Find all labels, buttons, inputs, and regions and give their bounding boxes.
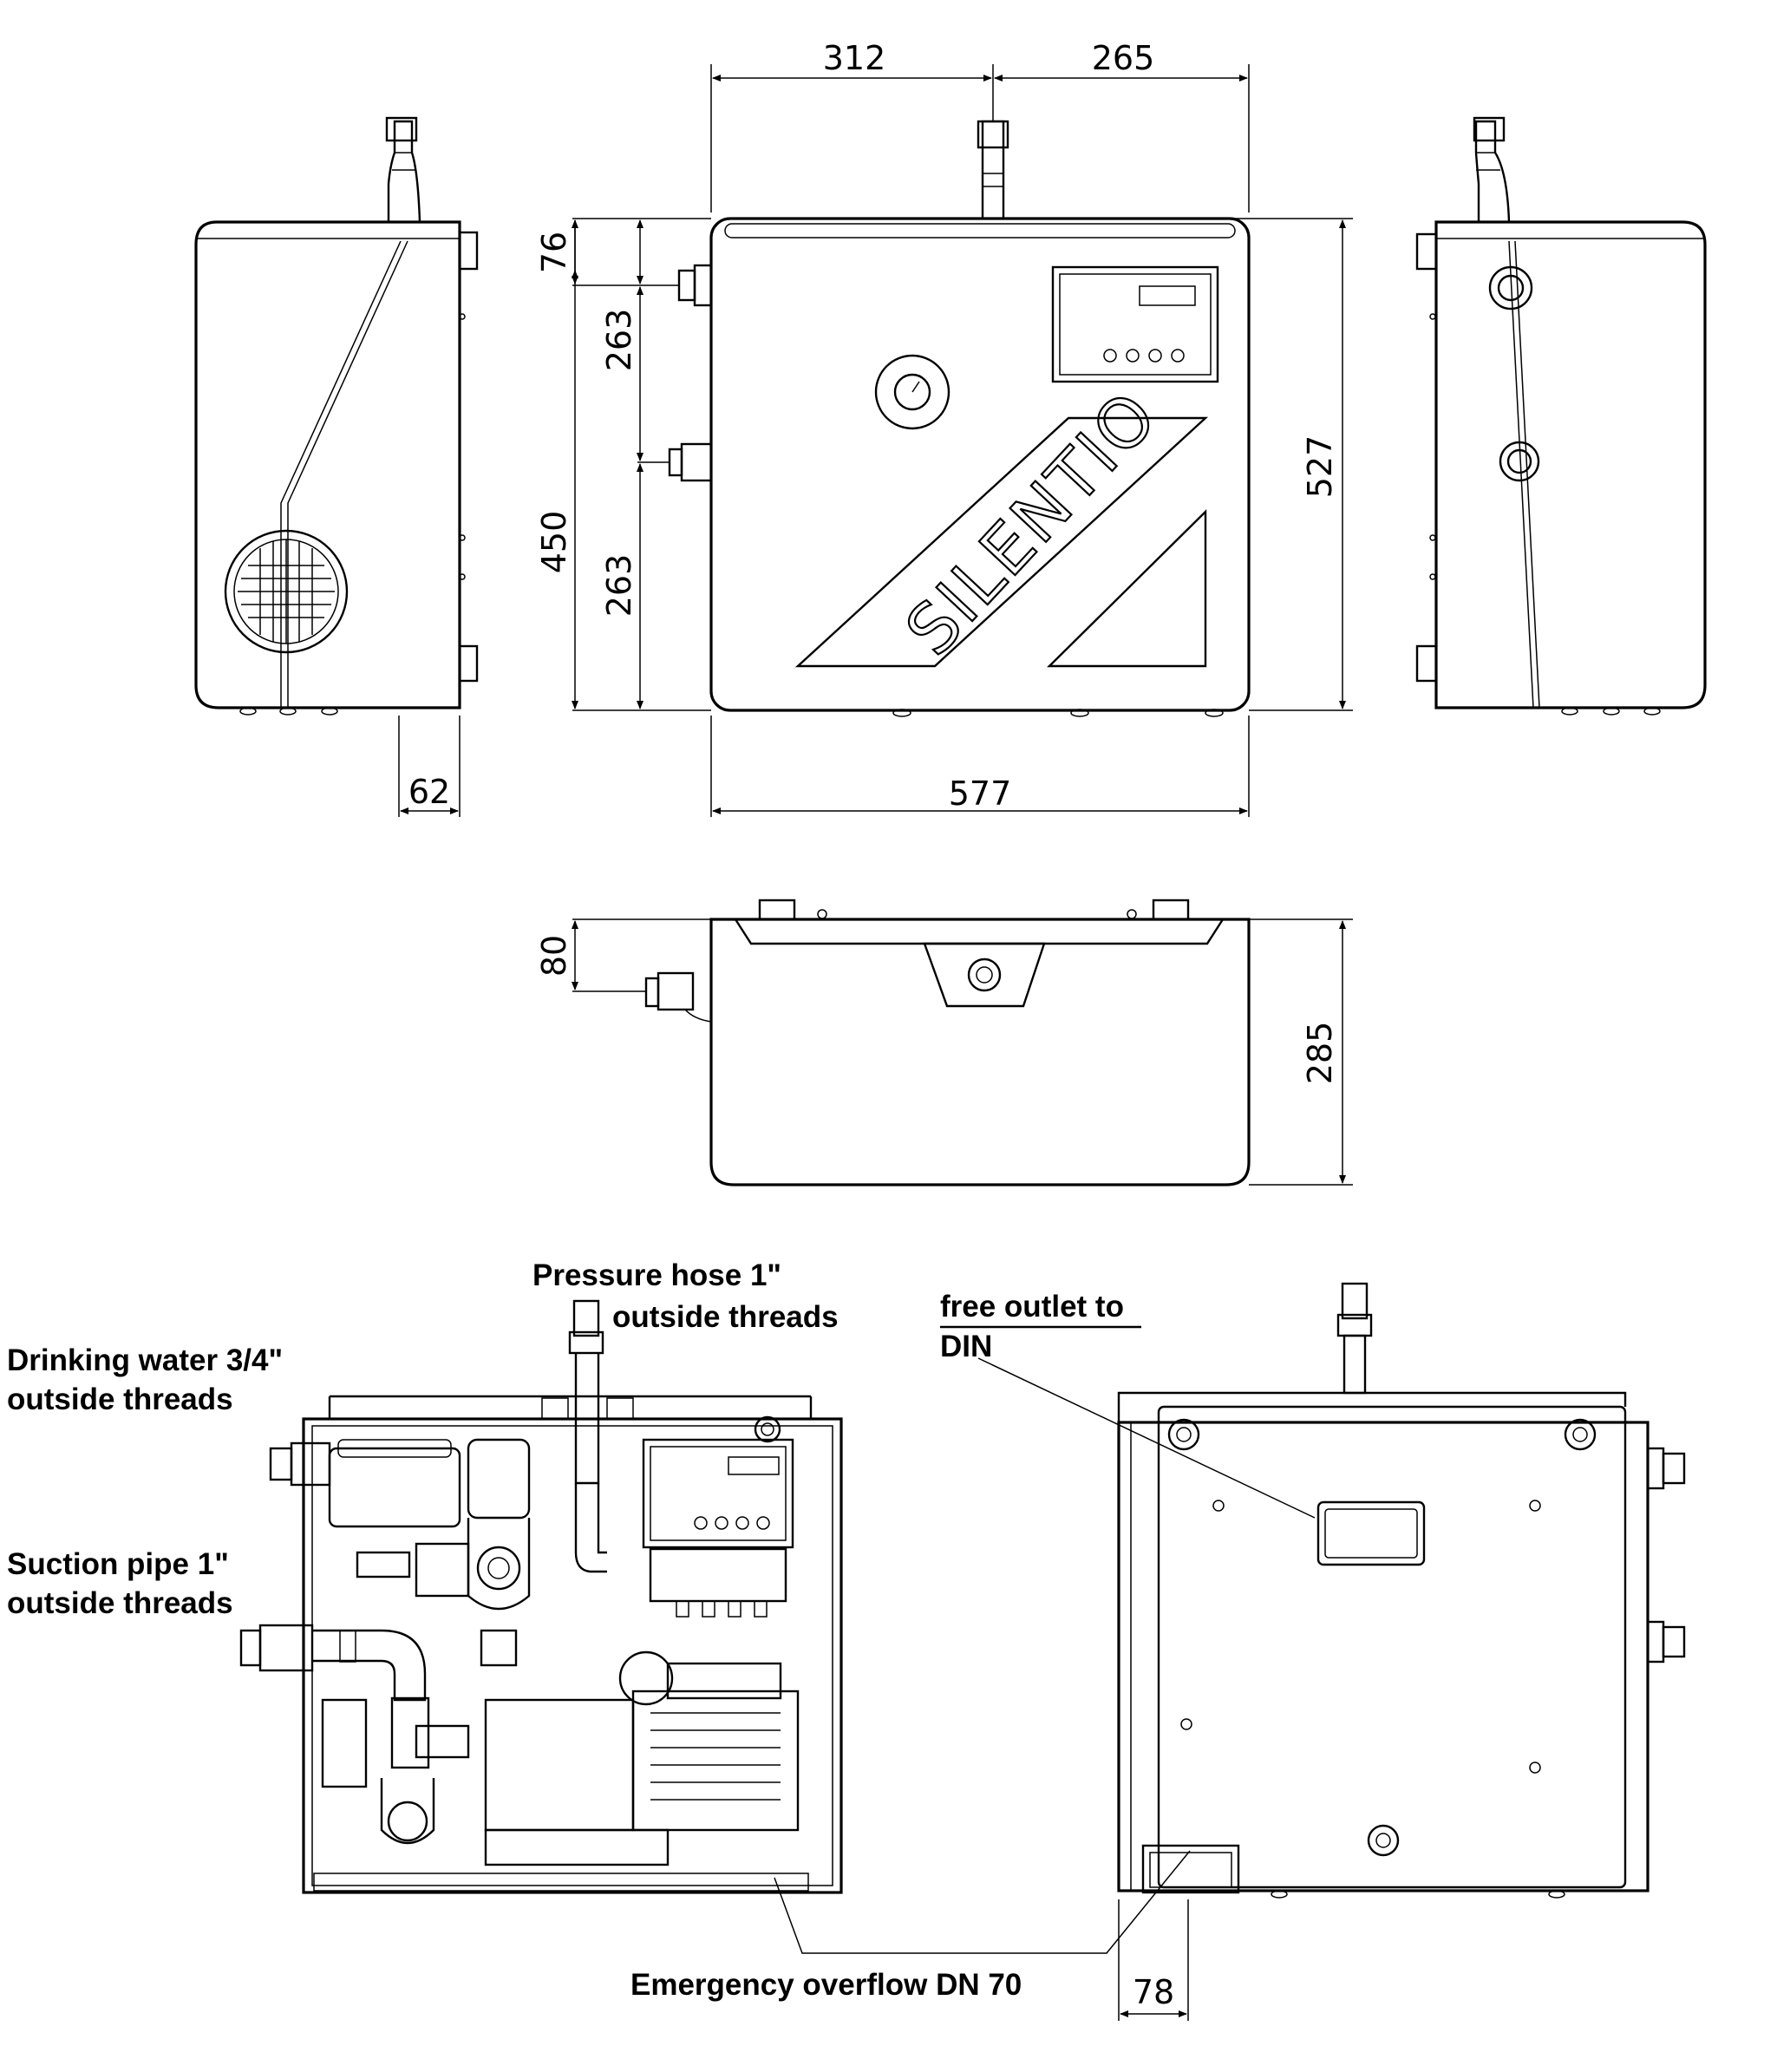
top-view: 80 285 [535, 899, 1353, 1186]
label-emergency-overflow: Emergency overflow DN 70 [630, 1968, 1022, 2002]
label-free-outlet: free outlet to [940, 1290, 1124, 1324]
back-view: 78 [1117, 1282, 1686, 2021]
dim-76: 76 [535, 232, 573, 273]
dim-263-lower: 263 [600, 554, 638, 618]
filter-grille-icon [224, 529, 349, 654]
interior-view [239, 1299, 843, 1894]
dim-312: 312 [823, 39, 886, 77]
label-pressure-hose-threads: outside threads [612, 1300, 839, 1334]
hex-fitting-icon [1499, 441, 1540, 482]
dim-62: 62 [408, 773, 450, 811]
front-view: SILENTIO 312 265 577 527 [535, 39, 1353, 817]
free-outlet-icon [1316, 1500, 1426, 1566]
dim-450: 450 [535, 511, 573, 574]
dim-577: 577 [949, 775, 1012, 813]
callouts: Pressure hose 1" outside threads Drinkin… [7, 1258, 1316, 2002]
label-drinking-water: Drinking water 3/4" [7, 1343, 283, 1377]
label-free-outlet-din: DIN [940, 1330, 992, 1363]
hex-fitting-icon [1488, 265, 1533, 310]
pressure-gauge-icon [476, 1546, 521, 1591]
label-drinking-water-threads: outside threads [7, 1382, 233, 1416]
label-suction-pipe-threads: outside threads [7, 1586, 233, 1620]
dim-285: 285 [1301, 1022, 1339, 1085]
pressure-gauge-icon [874, 354, 951, 430]
label-suction-pipe: Suction pipe 1" [7, 1547, 229, 1581]
dim-265: 265 [1092, 39, 1155, 77]
dim-80: 80 [535, 935, 573, 977]
dim-527: 527 [1301, 435, 1339, 499]
label-pressure-hose: Pressure hose 1" [532, 1258, 781, 1292]
dim-263-upper: 263 [600, 309, 638, 372]
right-side-view [1415, 116, 1707, 716]
left-side-view: 62 [194, 116, 479, 817]
dim-78: 78 [1133, 1973, 1174, 2011]
